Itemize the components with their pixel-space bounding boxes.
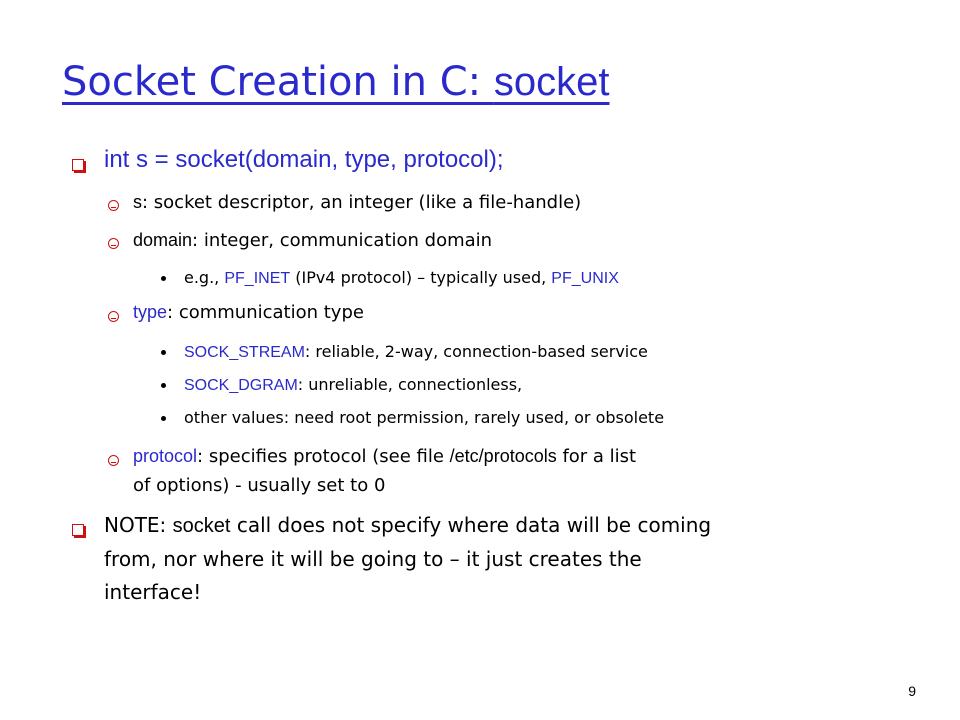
note-line3: interface! xyxy=(104,580,202,604)
circle-bullet-icon xyxy=(108,311,119,322)
note-line1: NOTE: socket call does not specify where… xyxy=(104,513,712,537)
sub-bullet-s: s: socket descriptor, an integer (like a… xyxy=(133,192,582,213)
dot-bullet-icon xyxy=(161,276,166,281)
title-code: socket xyxy=(493,60,610,104)
slide-title: Socket Creation in C: socket xyxy=(62,56,609,108)
sub-bullet-protocol-line1: protocol: specifies protocol (see file /… xyxy=(133,446,637,467)
dot-bullet-icon xyxy=(161,383,166,388)
title-text: Socket Creation in C: xyxy=(62,59,494,105)
note-line2: from, nor where it will be going to – it… xyxy=(104,547,642,571)
circle-bullet-icon xyxy=(108,238,119,249)
sub-sub-bullet-sock-dgram: SOCK_DGRAM: unreliable, connectionless, xyxy=(184,375,523,394)
dot-bullet-icon xyxy=(161,350,166,355)
square-bullet-icon xyxy=(72,524,84,536)
sub-bullet-protocol-line2: of options) - usually set to 0 xyxy=(133,475,386,496)
sub-sub-bullet-other-values: other values: need root permission, rare… xyxy=(184,408,665,427)
sub-bullet-type: type: communication type xyxy=(133,302,364,323)
circle-bullet-icon xyxy=(108,455,119,466)
page-number: 9 xyxy=(908,683,916,699)
bullet-socket-signature: int s = socket(domain, type, protocol); xyxy=(104,146,504,173)
sub-bullet-domain: domain: integer, communication domain xyxy=(133,230,493,251)
sub-sub-bullet-domain-example: e.g., PF_INET (IPv4 protocol) – typicall… xyxy=(184,268,619,287)
dot-bullet-icon xyxy=(161,416,166,421)
sub-sub-bullet-sock-stream: SOCK_STREAM: reliable, 2-way, connection… xyxy=(184,342,648,361)
circle-bullet-icon xyxy=(108,200,119,211)
square-bullet-icon xyxy=(72,159,84,171)
